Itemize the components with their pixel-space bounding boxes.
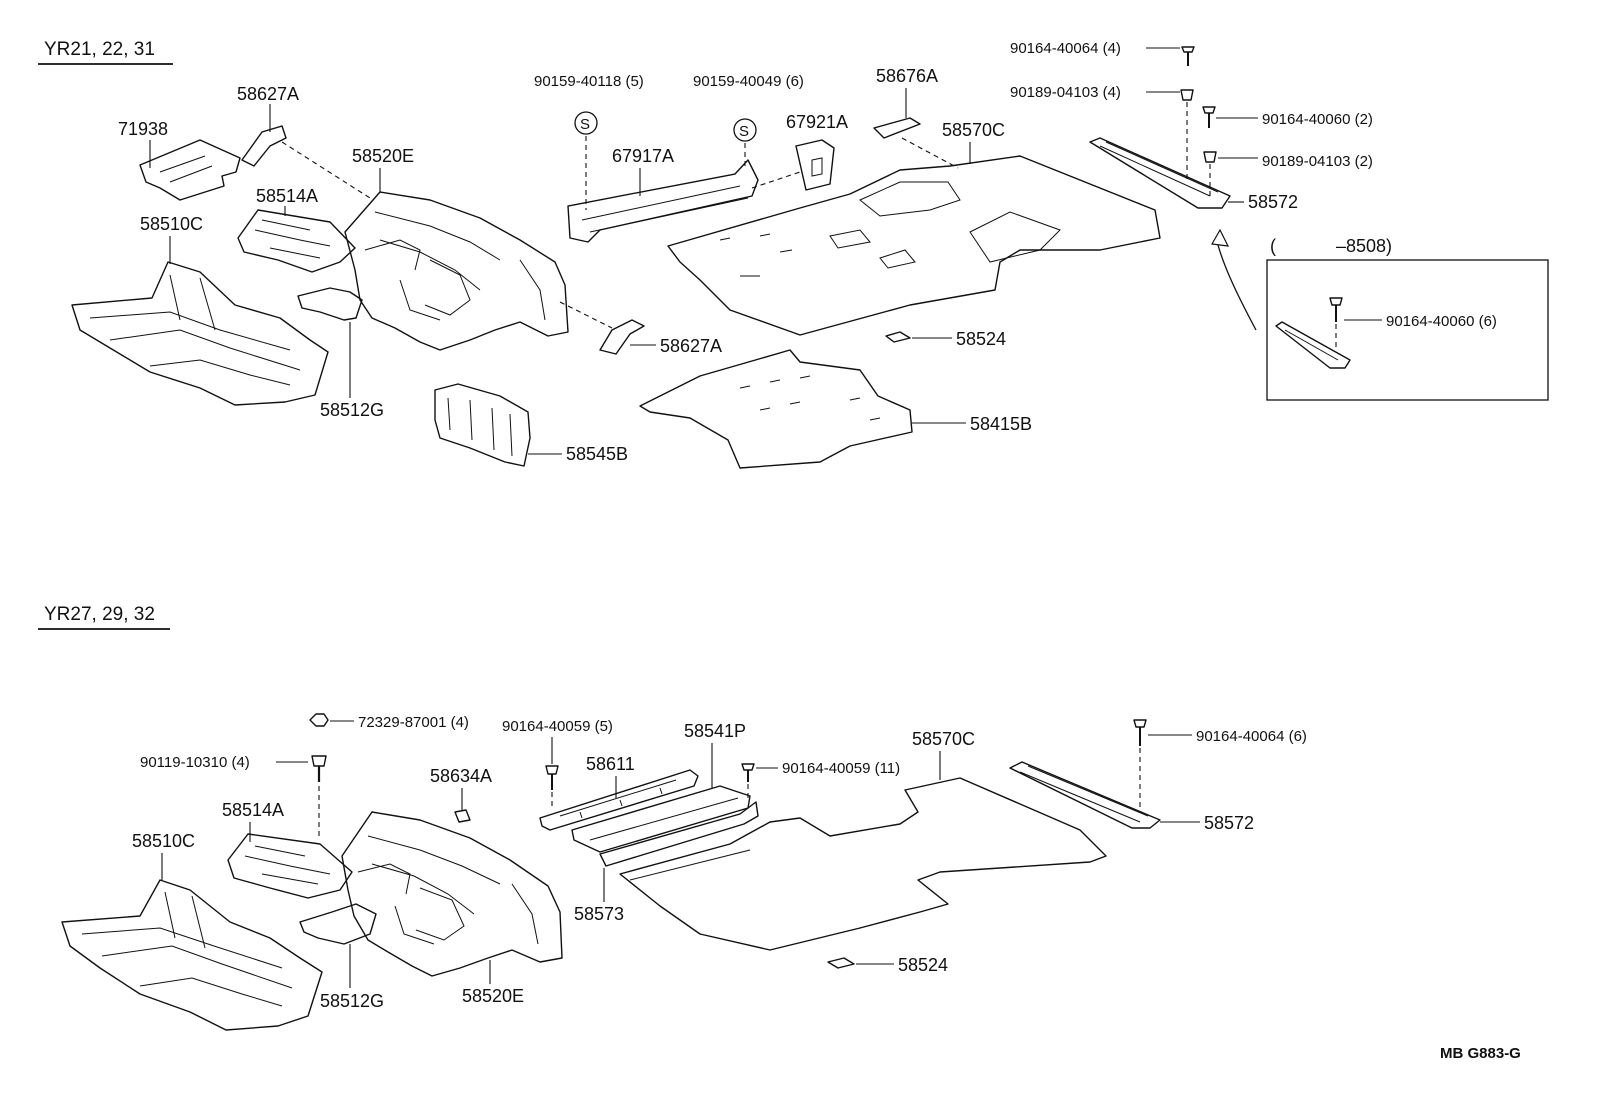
label-58572-top: 58572	[1248, 192, 1298, 212]
inset-range-open: (	[1270, 236, 1276, 256]
group-heading: YR21, 22, 31	[44, 39, 155, 60]
label-90164-40064-6: 90164-40064 (6)	[1196, 728, 1307, 745]
part-58520e-bottom[interactable]	[341, 811, 563, 977]
fastener-90164-40059-5[interactable]	[545, 765, 559, 790]
part-58512g[interactable]	[297, 287, 363, 321]
label-58514a: 58514A	[256, 186, 318, 206]
label-90164-40060-2: 90164-40060 (2)	[1262, 111, 1373, 128]
label-58510c-bottom: 58510C	[132, 831, 195, 851]
group-yr27-29-32: YR27, 29, 32 72329-87001 (4) 90119-10310…	[38, 604, 1307, 1031]
part-58524-bottom[interactable]	[827, 957, 855, 969]
arrow-head-icon	[1211, 228, 1230, 247]
part-58512g-bottom[interactable]	[299, 903, 377, 945]
dash-58676a	[901, 137, 959, 169]
label-58415b: 58415B	[970, 414, 1032, 434]
label-58627a-lower: 58627A	[660, 336, 722, 356]
dash-67921a	[751, 171, 801, 189]
part-58520e[interactable]	[344, 191, 569, 351]
label-90164-40060-6: 90164-40060 (6)	[1386, 313, 1497, 330]
label-58520e: 58520E	[352, 146, 414, 166]
label-58545b: 58545B	[566, 444, 628, 464]
group-heading: YR27, 29, 32	[44, 604, 155, 625]
label-58627a-upper: 58627A	[237, 84, 299, 104]
part-58510c-bottom[interactable]	[61, 879, 323, 1031]
label-90189-04103-4: 90189-04103 (4)	[1010, 84, 1121, 101]
label-58510c: 58510C	[140, 214, 203, 234]
clip-s-label-1: S	[580, 116, 590, 133]
fastener-90164-40059-11[interactable]	[741, 763, 755, 782]
part-67921a[interactable]	[795, 139, 835, 191]
part-58510c[interactable]	[71, 261, 329, 406]
label-90119-10310: 90119-10310 (4)	[140, 754, 250, 771]
fastener-90164-40064-6[interactable]	[1133, 719, 1147, 746]
label-58634a: 58634A	[430, 766, 492, 786]
fastener-90189-04103-2[interactable]	[1203, 151, 1217, 163]
label-58572-bottom: 58572	[1204, 813, 1254, 833]
clip-s-icon[interactable]	[574, 111, 598, 135]
part-58573[interactable]	[599, 801, 759, 867]
part-58514a[interactable]	[237, 209, 356, 273]
part-58514a-bottom[interactable]	[227, 833, 353, 899]
label-90164-40059-11: 90164-40059 (11)	[782, 760, 900, 777]
label-58541p: 58541P	[684, 721, 746, 741]
label-58570c-bottom: 58570C	[912, 729, 975, 749]
part-58570c-top[interactable]	[667, 155, 1161, 336]
label-71938: 71938	[118, 119, 168, 139]
part-58545b[interactable]	[434, 383, 531, 467]
part-58415b[interactable]	[639, 349, 913, 469]
clip-s-icon[interactable]	[733, 118, 757, 142]
part-58524-top[interactable]	[885, 331, 911, 343]
part-58572-bottom[interactable]	[1009, 761, 1161, 829]
fastener-90119-10310[interactable]	[311, 755, 327, 782]
label-58570c-top: 58570C	[942, 120, 1005, 140]
dash-58627a-lower	[559, 301, 613, 329]
part-58627a-lower[interactable]	[599, 319, 645, 355]
label-90189-04103-2: 90189-04103 (2)	[1262, 153, 1373, 170]
label-58611: 58611	[586, 754, 635, 774]
label-90159-40049: 90159-40049 (6)	[693, 73, 804, 90]
part-58570c-bottom[interactable]	[619, 777, 1107, 951]
inset-box: ( –8508) 90164-40060 (6)	[1266, 236, 1549, 401]
part-67917a[interactable]	[567, 159, 759, 243]
label-72329-87001: 72329-87001 (4)	[358, 714, 469, 731]
label-90164-40059-5: 90164-40059 (5)	[502, 718, 613, 735]
inset-range-end: –8508)	[1336, 236, 1392, 256]
fastener-90164-40064-4[interactable]	[1181, 46, 1195, 66]
label-58520e-bottom: 58520E	[462, 986, 524, 1006]
label-58524-top: 58524	[956, 329, 1006, 349]
fastener-90189-04103-4[interactable]	[1180, 89, 1194, 101]
label-58512g-bottom: 58512G	[320, 991, 384, 1011]
label-90159-40118: 90159-40118 (5)	[534, 73, 644, 90]
label-58573: 58573	[574, 904, 624, 924]
label-58524-bottom: 58524	[898, 955, 948, 975]
part-58572-top[interactable]	[1089, 137, 1231, 209]
label-58512g: 58512G	[320, 400, 384, 420]
group-yr21-22-31: YR21, 22, 31 71938 58627A 58520E 58514A	[38, 39, 1549, 469]
label-90164-40064-4: 90164-40064 (4)	[1010, 40, 1121, 57]
fastener-90164-40060-2[interactable]	[1202, 106, 1216, 128]
label-58676a: 58676A	[876, 66, 938, 86]
part-58676a[interactable]	[873, 117, 921, 139]
callout-arrow	[1217, 244, 1257, 331]
diagram-code: MB G883-G	[1440, 1045, 1521, 1062]
part-58634a[interactable]	[454, 809, 471, 823]
part-58627a-upper[interactable]	[241, 125, 287, 167]
clip-s-label-2: S	[739, 123, 749, 140]
inset-plate[interactable]	[1275, 321, 1351, 369]
label-67917a: 67917A	[612, 146, 674, 166]
part-58611[interactable]	[539, 769, 699, 831]
inset-frame	[1266, 259, 1549, 401]
label-67921a: 67921A	[786, 112, 848, 132]
label-58514a-bottom: 58514A	[222, 800, 284, 820]
fastener-72329-87001[interactable]	[309, 713, 329, 727]
part-71938[interactable]	[139, 139, 241, 201]
fastener-90164-40060-6[interactable]	[1329, 297, 1343, 322]
